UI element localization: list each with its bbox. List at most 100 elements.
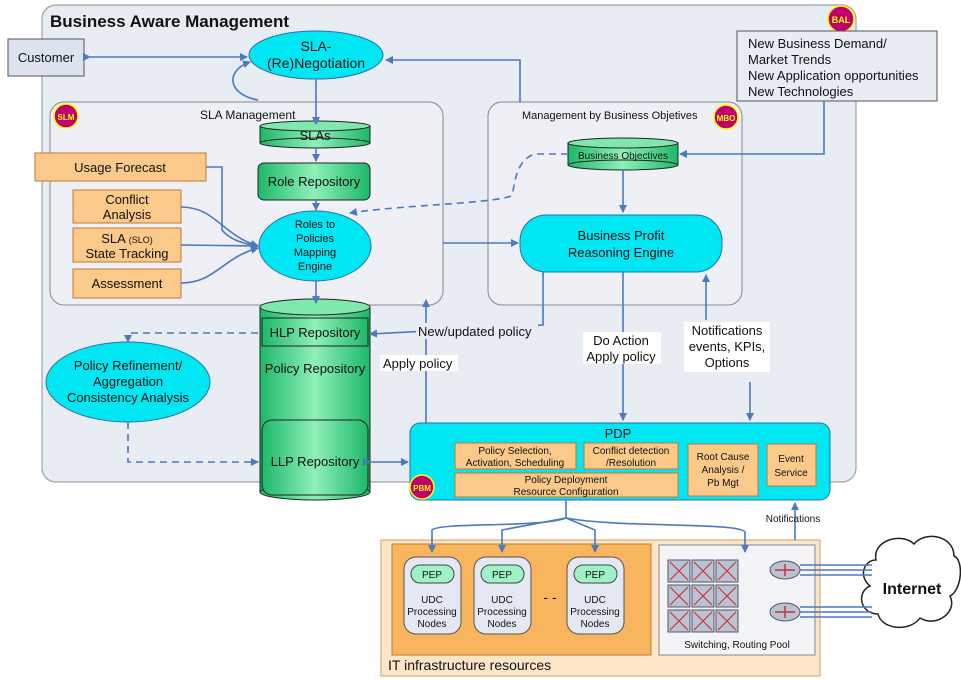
llp-repository bbox=[261, 419, 369, 496]
node-1-line2: Processing bbox=[407, 607, 456, 618]
udc-node-2: PEP UDC Processing Nodes bbox=[473, 556, 532, 635]
pep-label-3: PEP bbox=[585, 570, 605, 581]
do-action-label-bg bbox=[583, 332, 661, 364]
policy-deployment-line1: Policy Deployment bbox=[525, 475, 608, 486]
udc-node-3: PEP UDC Processing Nodes bbox=[566, 556, 625, 635]
node-1-line3: Nodes bbox=[418, 619, 447, 630]
external-driver-3: New Application opportunities bbox=[748, 68, 919, 83]
sla-negotiation-line2: (Re)Negotiation bbox=[267, 55, 365, 71]
pbm-badge: PBM bbox=[409, 474, 435, 500]
sla-negotiation-line1: SLA- bbox=[300, 38, 331, 54]
node-2-line2: Processing bbox=[477, 607, 526, 618]
notifications-line2: events, KPIs, bbox=[689, 339, 766, 354]
node-3-line3: Nodes bbox=[581, 619, 610, 630]
do-action-line1: Do Action bbox=[593, 333, 649, 348]
llp-repository-label: LLP Repository bbox=[271, 454, 360, 469]
router-icon-2 bbox=[769, 602, 801, 622]
mapping-engine-ellipse bbox=[258, 210, 372, 282]
internet-label: Internet bbox=[883, 581, 942, 598]
root-cause-line3: Pb Mgt bbox=[707, 478, 739, 489]
customer-box bbox=[7, 38, 85, 77]
node-1-line1: UDC bbox=[421, 595, 443, 606]
new-policy-label: New/updated policy bbox=[418, 324, 532, 339]
policy-selection-line2: Activation, Scheduling bbox=[466, 458, 564, 469]
slas-label: SLAs bbox=[299, 128, 331, 143]
event-service-line2: Service bbox=[774, 468, 808, 479]
slm-badge: SLM bbox=[53, 103, 79, 129]
policy-deployment-line2: Resource Configuration bbox=[513, 487, 618, 498]
assessment-label: Assessment bbox=[92, 276, 163, 291]
notifications-line1: Notifications bbox=[692, 323, 763, 338]
notifications-small-label: Notifications bbox=[766, 514, 820, 525]
mapping-engine-line4: Engine bbox=[298, 261, 332, 273]
external-drivers-box bbox=[736, 30, 938, 102]
policy-refinement-line1: Policy Refinement/ bbox=[74, 358, 183, 373]
root-cause-box bbox=[687, 443, 759, 497]
router-icon-1 bbox=[769, 560, 801, 580]
external-driver-4: New Technologies bbox=[748, 84, 854, 99]
usage-forecast-box bbox=[34, 152, 207, 182]
policy-selection-box bbox=[454, 442, 577, 470]
dashed-connections bbox=[124, 153, 568, 466]
role-repository bbox=[257, 162, 371, 201]
policy-repository-label: Policy Repository bbox=[265, 361, 366, 376]
internet-cloud-icon bbox=[860, 535, 961, 628]
root-cause-line2: Analysis / bbox=[702, 465, 745, 476]
event-service-line1: Event bbox=[778, 454, 804, 465]
policy-refinement-line3: Consistency Analysis bbox=[67, 390, 190, 405]
apply-policy-label-bg bbox=[380, 355, 458, 371]
mapping-engine-line3: Mapping bbox=[294, 247, 336, 259]
apply-policy-label: Apply policy bbox=[383, 356, 453, 371]
usage-forecast-label: Usage Forecast bbox=[74, 160, 166, 175]
conflict-detection-box bbox=[583, 442, 679, 470]
do-action-line2: Apply policy bbox=[586, 349, 656, 364]
mbo-badge: MBO bbox=[713, 104, 739, 130]
diagram-title: Business Aware Management bbox=[50, 12, 289, 31]
role-repository-label: Role Repository bbox=[268, 174, 361, 189]
conflict-detection-line2: /Resolution bbox=[606, 458, 656, 469]
conflict-analysis-line2: Analysis bbox=[103, 207, 152, 222]
customer-label: Customer bbox=[18, 50, 75, 65]
node-2-line1: UDC bbox=[491, 595, 513, 606]
node-ellipsis: - - bbox=[543, 589, 557, 605]
connections bbox=[83, 53, 872, 618]
business-objectives-label: Business Objectives bbox=[578, 151, 668, 162]
reasoning-engine-box bbox=[519, 214, 723, 273]
mapping-engine-line2: Policies bbox=[296, 233, 334, 245]
event-service-box bbox=[766, 443, 817, 487]
switch-stack-icon bbox=[667, 559, 739, 633]
business-objectives-cylinder: Business Objectives bbox=[567, 137, 679, 171]
pdp-label: PDP bbox=[605, 426, 632, 441]
mbo-label: Management by Business Objetives bbox=[522, 110, 698, 122]
hlp-repository bbox=[261, 317, 369, 347]
sla-state-line2: State Tracking bbox=[85, 246, 168, 261]
mbo-badge-label: MBO bbox=[717, 114, 736, 123]
new-policy-label-bg bbox=[416, 323, 538, 339]
conflict-analysis-line1: Conflict bbox=[105, 192, 149, 207]
reasoning-engine-line1: Business Profit bbox=[578, 228, 665, 243]
bal-badge-label: BAL bbox=[832, 15, 851, 25]
bal-badge: BAL bbox=[827, 5, 855, 33]
policy-deployment-box bbox=[454, 472, 679, 498]
node-3-line1: UDC bbox=[584, 595, 606, 606]
node-2-line3: Nodes bbox=[488, 619, 517, 630]
switching-label: Switching, Routing Pool bbox=[684, 640, 790, 651]
policy-refinement-line2: Aggregation bbox=[93, 374, 163, 389]
hlp-repository-label: HLP Repository bbox=[270, 325, 361, 340]
slm-badge-label: SLM bbox=[58, 113, 75, 122]
mbo-panel bbox=[487, 101, 743, 306]
udc-node-1: PEP UDC Processing Nodes bbox=[403, 556, 462, 635]
conflict-detection-line1: Conflict detection bbox=[593, 446, 670, 457]
pep-label-1: PEP bbox=[422, 570, 442, 581]
mapping-engine-line1: Roles to bbox=[295, 219, 335, 231]
notifications-line3: Options bbox=[705, 355, 750, 370]
pbm-badge-label: PBM bbox=[413, 484, 431, 493]
pep-label-2: PEP bbox=[492, 570, 512, 581]
slas-cylinder: SLAs bbox=[259, 120, 371, 149]
sla-state-tracking-box bbox=[72, 227, 182, 263]
external-driver-1: New Business Demand/ bbox=[748, 36, 887, 51]
sla-state-line1: SLA (SLO) bbox=[101, 231, 152, 246]
notifications-label-bg bbox=[684, 322, 770, 372]
infrastructure-label: IT infrastructure resources bbox=[388, 657, 551, 673]
policy-selection-line1: Policy Selection, bbox=[478, 446, 551, 457]
